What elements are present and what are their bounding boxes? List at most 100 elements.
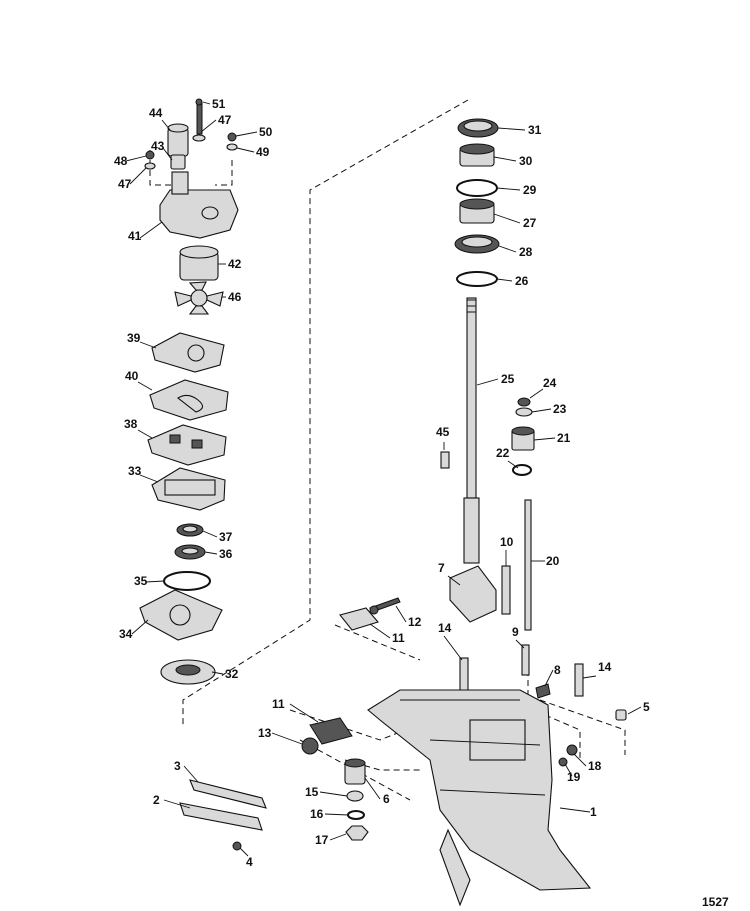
callout-9: 9 <box>512 625 519 639</box>
leader-line <box>183 765 199 783</box>
callout-21: 21 <box>557 431 571 445</box>
callout-10: 10 <box>500 535 514 549</box>
gear-housing <box>367 689 592 907</box>
leader-line <box>498 245 517 253</box>
water-pump-parts <box>139 98 239 685</box>
callout-35: 35 <box>134 574 148 588</box>
leader-line <box>443 635 463 661</box>
leader-line <box>447 575 461 586</box>
callout-20: 20 <box>546 554 560 568</box>
leader-line <box>531 408 552 413</box>
leader-line <box>559 807 591 813</box>
callout-34: 34 <box>119 627 133 641</box>
leader-line <box>493 213 521 224</box>
callout-44: 44 <box>149 106 163 120</box>
callout-3: 3 <box>174 759 181 773</box>
leader-line <box>515 639 525 649</box>
leader-line <box>324 813 349 816</box>
leader-lines <box>125 101 642 857</box>
callout-15: 15 <box>305 785 319 799</box>
callout-41: 41 <box>128 229 142 243</box>
callout-31: 31 <box>528 123 542 137</box>
callout-51: 51 <box>212 97 226 111</box>
assembly-dash-lines <box>149 99 626 801</box>
leader-line <box>627 706 642 715</box>
leader-line <box>533 437 556 441</box>
callout-14a: 14 <box>438 621 452 635</box>
callout-14b: 14 <box>598 660 612 674</box>
callout-11b: 11 <box>272 697 285 711</box>
leader-line <box>145 580 165 583</box>
callout-46: 46 <box>228 290 242 304</box>
leader-line <box>271 732 303 745</box>
leader-line <box>493 156 517 162</box>
leader-line <box>162 147 173 161</box>
leader-line <box>529 388 544 399</box>
callout-30: 30 <box>519 154 533 168</box>
callout-4: 4 <box>246 855 253 869</box>
callout-48: 48 <box>114 154 128 168</box>
leader-line <box>163 799 191 809</box>
callout-13: 13 <box>258 726 272 740</box>
callout-33: 33 <box>128 464 142 478</box>
leader-line <box>139 474 159 483</box>
leader-line <box>544 669 554 687</box>
leader-line <box>131 619 149 635</box>
leader-line <box>476 378 499 386</box>
callout-25: 25 <box>501 372 515 386</box>
callout-47a: 47 <box>218 113 232 127</box>
leader-line <box>564 763 573 777</box>
callout-28: 28 <box>519 245 533 259</box>
leader-line <box>211 671 224 675</box>
leader-line <box>137 429 153 439</box>
callout-7: 7 <box>438 561 445 575</box>
leader-line <box>204 551 218 555</box>
callout-40: 40 <box>125 369 139 383</box>
callout-11a: 11 <box>392 631 405 645</box>
leader-line <box>369 623 391 639</box>
callout-19: 19 <box>567 770 581 784</box>
callout-5: 5 <box>643 700 650 714</box>
callout-8: 8 <box>554 663 561 677</box>
leader-line <box>202 101 211 105</box>
leader-line <box>125 155 147 162</box>
callout-32: 32 <box>225 667 239 681</box>
leader-line <box>364 777 381 800</box>
callout-24: 24 <box>543 376 557 390</box>
leader-line <box>235 131 258 137</box>
leader-line <box>507 460 519 469</box>
leader-line <box>139 341 157 349</box>
callout-27: 27 <box>523 216 537 230</box>
callout-22: 22 <box>496 446 510 460</box>
callout-12: 12 <box>408 615 422 629</box>
leader-line <box>239 847 249 857</box>
callout-26: 26 <box>515 274 529 288</box>
leader-line <box>236 147 255 153</box>
callout-43: 43 <box>151 139 165 153</box>
callout-29: 29 <box>523 183 537 197</box>
callout-6: 6 <box>383 792 390 806</box>
callout-23: 23 <box>553 402 567 416</box>
callout-47b: 47 <box>118 177 132 191</box>
leader-line <box>496 278 513 282</box>
leader-line <box>395 605 407 623</box>
leader-line <box>289 703 319 723</box>
driveshaft-parts <box>440 118 535 676</box>
callout-18: 18 <box>588 759 602 773</box>
leader-line <box>137 381 153 391</box>
callout-39: 39 <box>127 331 141 345</box>
callout-labels: 1 2 3 4 5 6 7 8 9 10 11 11 12 13 14 14 1… <box>114 97 650 869</box>
callout-42: 42 <box>228 257 242 271</box>
leader-line <box>200 119 217 133</box>
callout-45: 45 <box>436 425 450 439</box>
leader-line <box>496 187 521 191</box>
leader-line <box>497 127 526 131</box>
figure-number: 1527 <box>702 895 729 909</box>
callout-38: 38 <box>124 417 138 431</box>
leader-line <box>582 675 597 679</box>
leader-line <box>202 530 218 538</box>
callout-1: 1 <box>590 805 597 819</box>
leader-line <box>329 833 347 841</box>
leader-line <box>139 221 163 239</box>
